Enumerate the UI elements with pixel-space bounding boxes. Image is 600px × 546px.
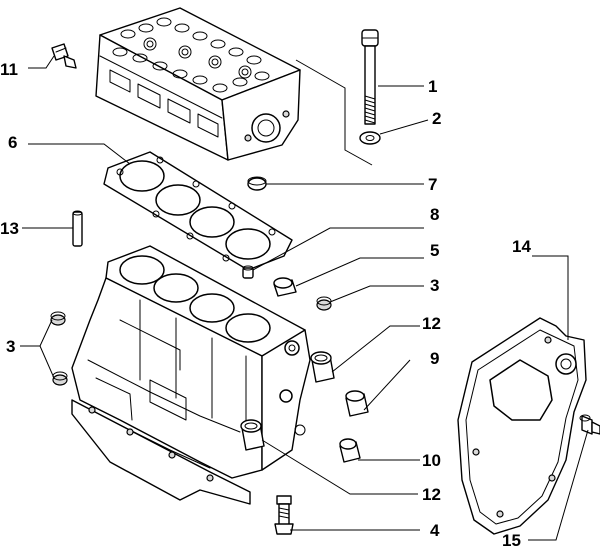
head-bolt-washer — [359, 131, 381, 145]
dowel-pin — [72, 210, 83, 247]
head-bolt — [361, 29, 379, 125]
callout-1: 1 — [428, 77, 437, 96]
callout-13: 13 — [0, 219, 19, 238]
leader-lines — [20, 55, 589, 541]
threaded-plug-right — [316, 296, 332, 311]
threaded-plugs-left — [50, 311, 68, 386]
callout-12-upper: 12 — [422, 314, 441, 333]
expansion-plug — [247, 176, 267, 191]
callout-10: 10 — [422, 451, 441, 470]
timing-cover-plate — [457, 317, 587, 535]
cylinder-head — [95, 7, 301, 161]
temperature-sensor — [51, 43, 77, 69]
small-dowel — [242, 265, 254, 279]
callout-2: 2 — [432, 109, 441, 128]
callout-4: 4 — [430, 521, 440, 540]
callout-labels: 1 2 7 11 6 13 8 5 3 12 9 10 12 4 3 14 15 — [0, 60, 531, 546]
sleeve — [345, 390, 369, 417]
callout-5: 5 — [430, 241, 439, 260]
cover-screw — [579, 414, 600, 435]
callout-3-right: 3 — [430, 276, 439, 295]
core-plug-upper — [310, 351, 335, 383]
short-sleeve — [339, 438, 361, 463]
core-plug-lower — [240, 419, 265, 451]
callout-7: 7 — [428, 175, 437, 194]
head-gasket — [103, 151, 293, 271]
bushing — [273, 277, 297, 297]
callout-8: 8 — [430, 205, 439, 224]
callout-9: 9 — [430, 349, 439, 368]
callout-6: 6 — [8, 133, 17, 152]
callout-11: 11 — [0, 60, 18, 79]
block-bolt — [274, 495, 294, 535]
callout-3-left: 3 — [6, 337, 15, 356]
callout-14: 14 — [512, 237, 531, 256]
callout-12-lower: 12 — [422, 485, 441, 504]
callout-15: 15 — [502, 531, 521, 546]
engine-block — [71, 245, 311, 505]
